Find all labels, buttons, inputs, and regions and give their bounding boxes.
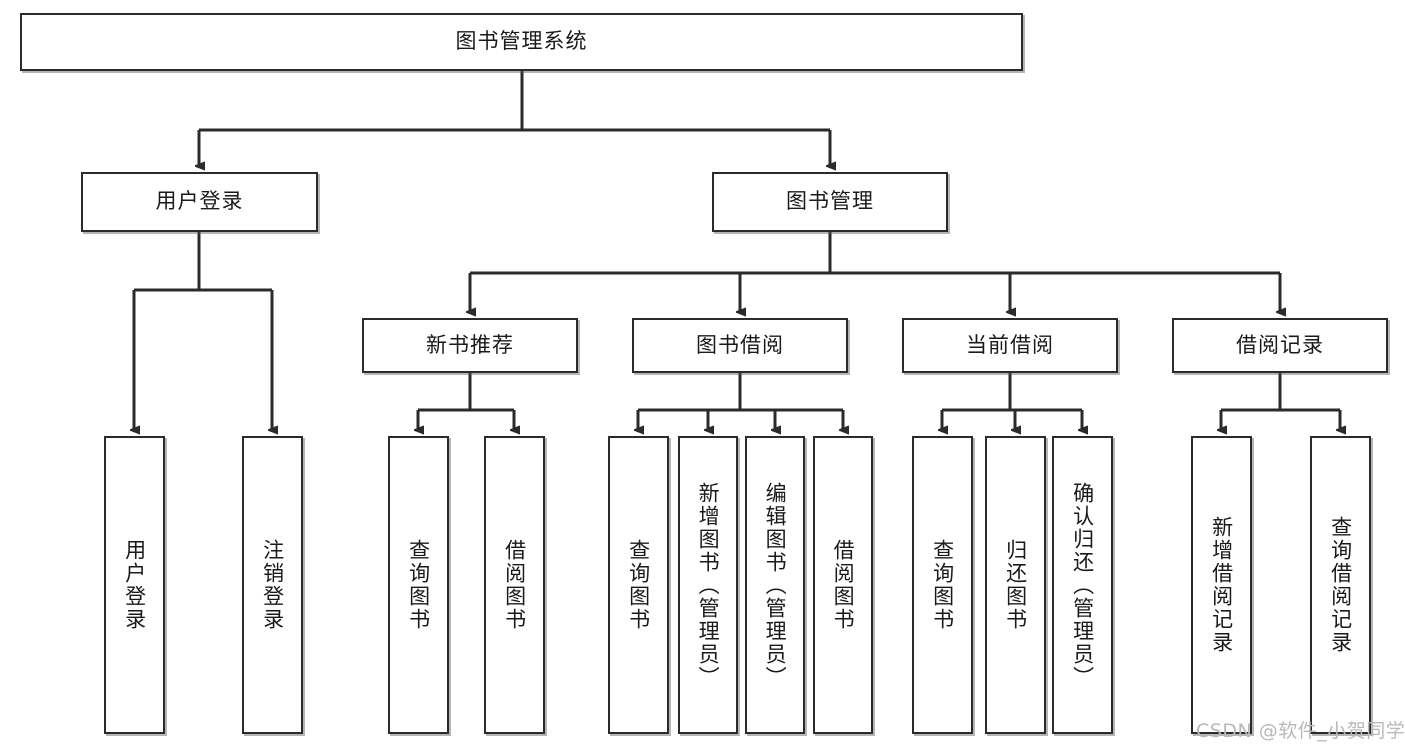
node-user-login[interactable]: 用户登录 — [81, 172, 318, 232]
node-leaf-borrow-book-2[interactable]: 借阅图书 — [813, 436, 873, 734]
node-current-borrow-label: 当前借阅 — [966, 332, 1054, 357]
node-leaf-query-book-1-label: 查询图书 — [406, 539, 431, 631]
node-leaf-edit-book[interactable]: 编辑图书（管理员） — [745, 436, 805, 734]
node-new-book-rec-label: 新书推荐 — [426, 332, 514, 357]
node-leaf-add-record[interactable]: 新增借阅记录 — [1191, 436, 1252, 734]
node-leaf-query-book-3-label: 查询图书 — [930, 539, 955, 631]
node-leaf-query-book-2[interactable]: 查询图书 — [608, 436, 669, 734]
node-borrow-record-label: 借阅记录 — [1236, 332, 1324, 357]
node-leaf-return-book-label: 归还图书 — [1003, 539, 1028, 631]
node-leaf-confirm-return[interactable]: 确认归还（管理员） — [1052, 436, 1113, 734]
node-leaf-user-logout-label: 注销登录 — [260, 539, 285, 631]
node-book-borrow-label: 图书借阅 — [696, 332, 784, 357]
node-root[interactable]: 图书管理系统 — [20, 13, 1023, 71]
node-leaf-user-login-label: 用户登录 — [122, 539, 147, 631]
node-book-borrow[interactable]: 图书借阅 — [632, 318, 848, 373]
node-leaf-query-book-2-label: 查询图书 — [626, 539, 651, 631]
node-leaf-query-record-label: 查询借阅记录 — [1328, 516, 1353, 654]
node-leaf-user-logout[interactable]: 注销登录 — [242, 436, 303, 734]
node-leaf-add-book-label: 新增图书（管理员） — [696, 481, 721, 689]
node-new-book-rec[interactable]: 新书推荐 — [362, 318, 578, 373]
csdn-watermark: CSDN @软件_小贺同学 — [1196, 720, 1405, 742]
node-user-login-label: 用户登录 — [155, 189, 244, 214]
node-leaf-add-record-label: 新增借阅记录 — [1209, 516, 1234, 654]
node-leaf-query-record[interactable]: 查询借阅记录 — [1310, 436, 1371, 734]
node-current-borrow[interactable]: 当前借阅 — [902, 318, 1118, 373]
node-book-manage-label: 图书管理 — [786, 189, 874, 214]
node-leaf-query-book-1[interactable]: 查询图书 — [388, 436, 449, 734]
node-leaf-borrow-book-1[interactable]: 借阅图书 — [484, 436, 545, 734]
node-leaf-add-book[interactable]: 新增图书（管理员） — [678, 436, 738, 734]
node-leaf-borrow-book-1-label: 借阅图书 — [502, 539, 527, 631]
node-leaf-user-login[interactable]: 用户登录 — [104, 436, 165, 734]
node-book-manage[interactable]: 图书管理 — [712, 172, 948, 232]
node-leaf-query-book-3[interactable]: 查询图书 — [912, 436, 973, 734]
node-leaf-edit-book-label: 编辑图书（管理员） — [763, 481, 788, 689]
node-root-label: 图书管理系统 — [455, 29, 588, 54]
node-leaf-return-book[interactable]: 归还图书 — [985, 436, 1046, 734]
node-leaf-confirm-return-label: 确认归还（管理员） — [1070, 481, 1095, 689]
node-borrow-record[interactable]: 借阅记录 — [1172, 318, 1388, 373]
node-leaf-borrow-book-2-label: 借阅图书 — [831, 539, 856, 631]
